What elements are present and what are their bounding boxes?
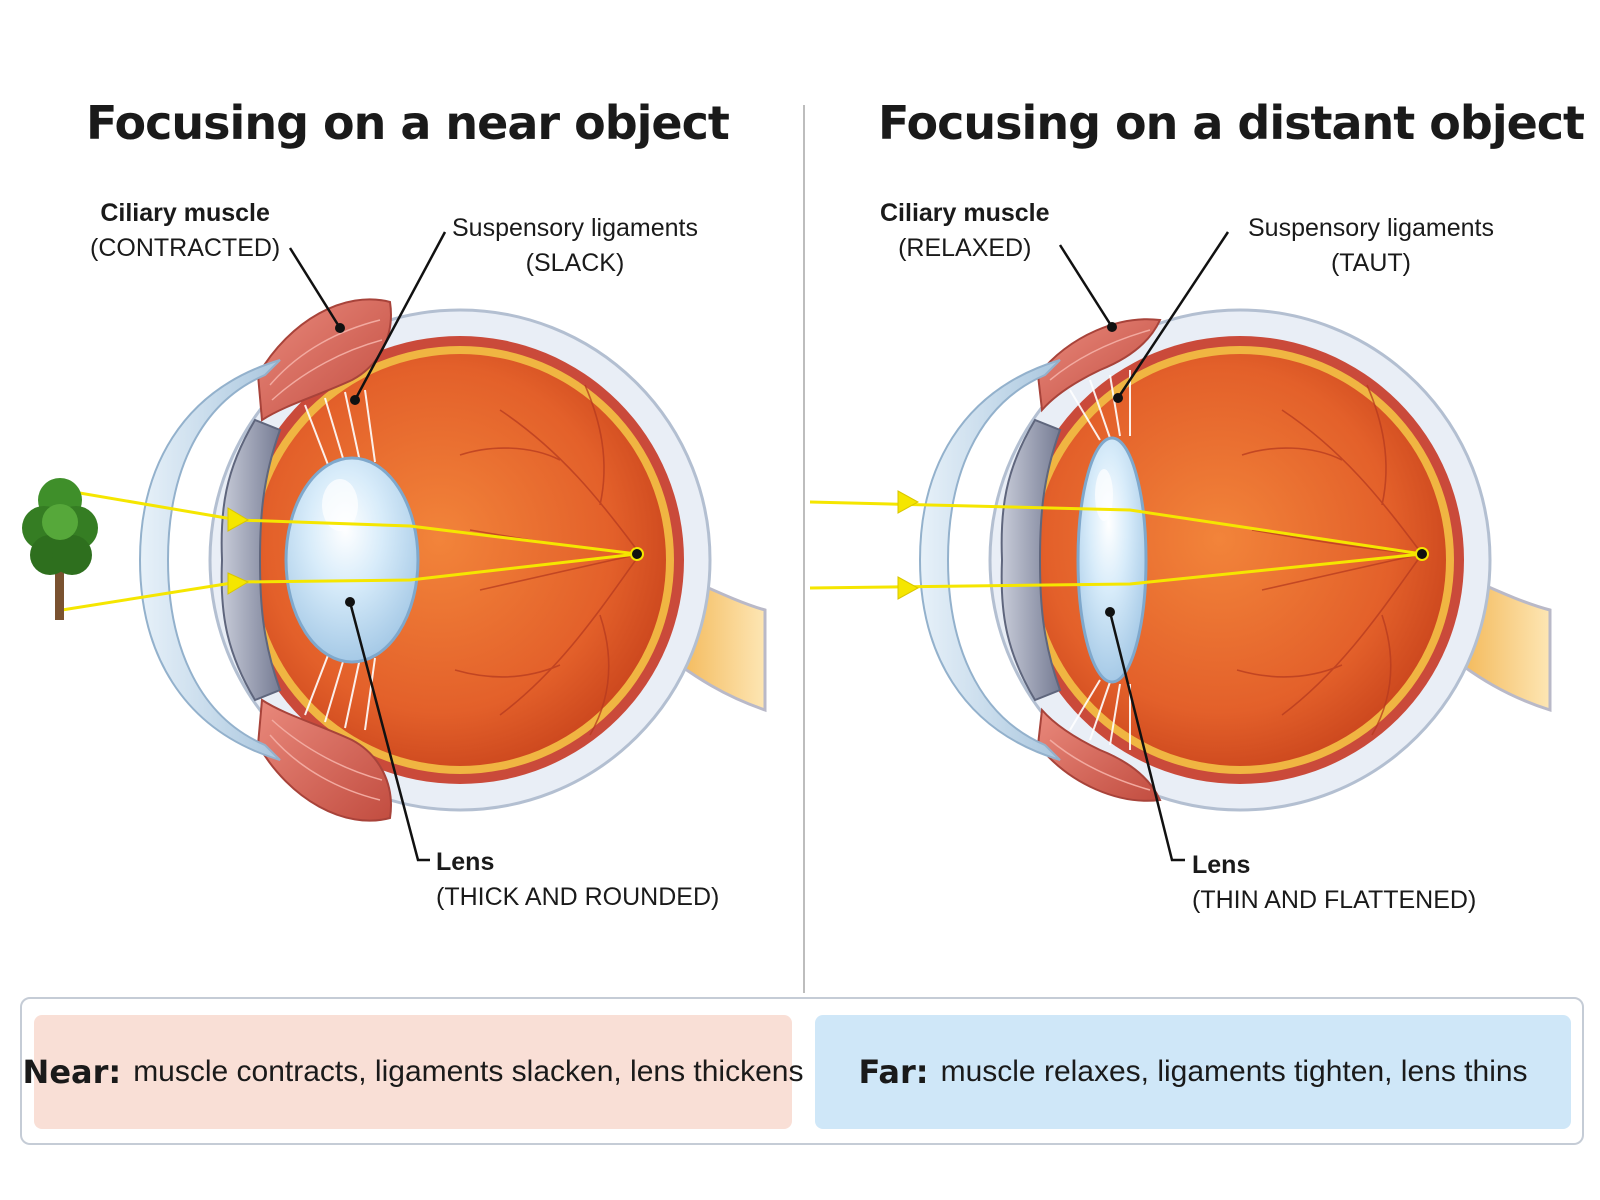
far-summary-key: Far: <box>858 1053 929 1091</box>
arrow-icon <box>227 507 250 595</box>
far-summary-text: muscle relaxes, ligaments tighten, lens … <box>940 1055 1528 1088</box>
blood-vessels <box>1236 384 1423 736</box>
eyeball-interior <box>1016 336 1464 784</box>
focal-point <box>630 547 644 561</box>
leader-lines <box>288 231 447 862</box>
ciliary-muscle-name: Ciliary muscle <box>880 199 1050 227</box>
suspensory-ligaments <box>1069 370 1131 750</box>
near-summary-box: Near: muscle contracts, ligaments slacke… <box>23 1015 803 1129</box>
lens-thick <box>284 456 420 664</box>
ciliary-muscle-state: (RELAXED) <box>898 234 1032 262</box>
near-lens-label: Lens (THICK AND ROUNDED) <box>436 845 719 915</box>
far-ligaments-label: Suspensory ligaments (TAUT) <box>1248 211 1494 281</box>
ciliary-muscle-upper <box>1036 318 1162 413</box>
focal-point <box>1415 547 1429 561</box>
cornea <box>138 359 281 761</box>
leader-dots <box>1105 322 1123 617</box>
cornea <box>918 359 1061 761</box>
near-ligaments-label: Suspensory ligaments (SLACK) <box>452 211 698 281</box>
far-summary-box: Far: muscle relaxes, ligaments tighten, … <box>815 1015 1571 1129</box>
lens-state: (THIN AND FLATTENED) <box>1192 886 1477 914</box>
tree-icon <box>22 478 98 620</box>
near-summary-key: Near: <box>22 1053 122 1091</box>
near-panel-title: Focusing on a near object <box>86 96 730 150</box>
ciliary-muscle-lower <box>1036 707 1162 802</box>
light-rays <box>809 500 1423 590</box>
ciliary-muscle-upper <box>256 298 392 422</box>
ciliary-muscle-state: (CONTRACTED) <box>90 234 281 262</box>
light-rays <box>61 488 638 612</box>
leader-lines <box>1058 231 1230 862</box>
lens-state: (THICK AND ROUNDED) <box>436 883 720 911</box>
near-ciliary-label: Ciliary muscle (CONTRACTED) <box>90 196 280 266</box>
near-summary-text: muscle contracts, ligaments slacken, len… <box>133 1055 804 1088</box>
far-ciliary-label: Ciliary muscle (RELAXED) <box>880 196 1050 266</box>
arrow-icon <box>897 490 920 600</box>
summary-frame <box>20 997 1584 1145</box>
ciliary-muscle-lower <box>256 698 392 822</box>
iris <box>1000 418 1062 702</box>
lens-name: Lens <box>1192 851 1251 879</box>
suspensory-ligaments <box>304 389 376 731</box>
far-lens-label: Lens (THIN AND FLATTENED) <box>1192 848 1476 918</box>
far-panel-title: Focusing on a distant object <box>878 96 1585 150</box>
ligaments-state: (TAUT) <box>1330 249 1412 277</box>
ligaments-name: Suspensory ligaments <box>452 214 698 242</box>
lens-name: Lens <box>436 848 495 876</box>
ligaments-state: (SLACK) <box>525 249 625 277</box>
ciliary-muscle-name: Ciliary muscle <box>100 199 270 227</box>
ligaments-name: Suspensory ligaments <box>1248 214 1494 242</box>
panel-divider <box>803 105 805 993</box>
leader-dots <box>335 323 360 607</box>
near-eye-diagram <box>22 231 767 862</box>
far-eye-diagram <box>809 231 1552 862</box>
lens-thin <box>1076 436 1148 684</box>
